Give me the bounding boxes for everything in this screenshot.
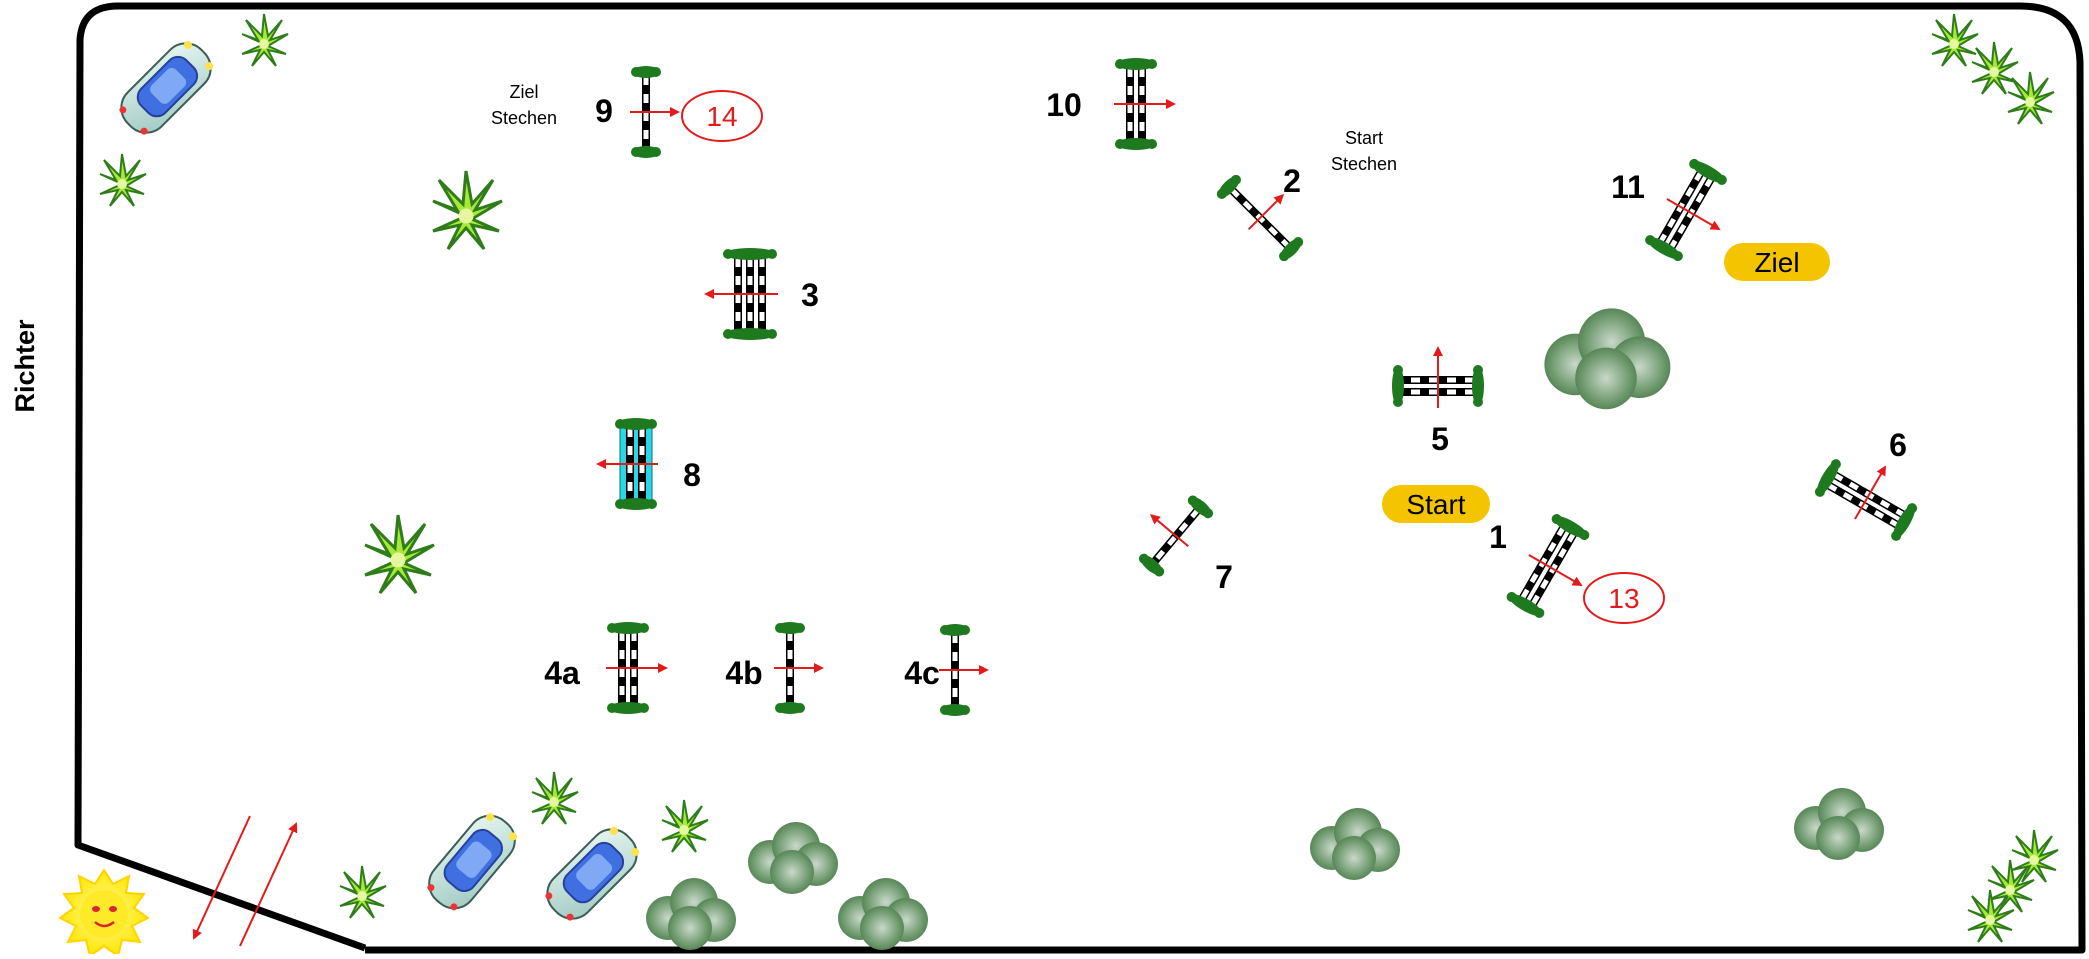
jumpoff-number-14: 14	[681, 90, 763, 142]
jump-label-7: 7	[1215, 559, 1233, 595]
plant-icon	[2011, 829, 2059, 883]
jump-11	[1645, 158, 1727, 262]
car-icon	[111, 33, 221, 143]
svg-text:14: 14	[706, 101, 737, 132]
plant-icon	[1987, 859, 2035, 913]
jump-label-9: 9	[595, 93, 613, 129]
svg-text:Stechen: Stechen	[491, 108, 557, 128]
jump-label-2: 2	[1283, 163, 1301, 199]
jump-1	[1506, 514, 1590, 618]
jump-label-4a: 4a	[544, 655, 580, 691]
jumps-layer	[596, 58, 1918, 716]
jump-5	[1392, 346, 1484, 408]
jump-label-5: 5	[1431, 421, 1449, 457]
jump-label-4c: 4c	[904, 655, 940, 691]
jump-2	[1216, 174, 1304, 262]
plant-icon	[2007, 71, 2055, 125]
svg-text:13: 13	[1608, 583, 1639, 614]
sun-icon	[58, 868, 150, 958]
bush-icon	[1544, 308, 1671, 410]
bush-icon	[838, 878, 928, 950]
bush-icon	[1310, 808, 1400, 880]
plant-icon	[1967, 889, 2015, 943]
jump-label-8: 8	[683, 457, 701, 493]
jump-label-4b: 4b	[725, 655, 762, 691]
jump-6	[1814, 459, 1918, 541]
plant-icon	[363, 513, 436, 595]
finish-badge: Ziel	[1724, 243, 1830, 281]
plant-icon	[431, 169, 504, 251]
jump-4b	[774, 622, 824, 714]
svg-text:Start: Start	[1406, 489, 1465, 520]
plant-icon	[99, 153, 147, 207]
jump-label-6: 6	[1889, 427, 1907, 463]
svg-text:Ziel: Ziel	[509, 82, 538, 102]
plant-icon	[1931, 13, 1979, 67]
jumpoff-finish-note: Ziel Stechen	[491, 82, 557, 128]
svg-text:Stechen: Stechen	[1331, 154, 1397, 174]
plant-icon	[531, 771, 579, 825]
jump-8	[596, 418, 658, 510]
bush-icon	[646, 878, 736, 950]
jumpoff-number-13: 13	[1583, 572, 1665, 624]
plant-icon	[241, 13, 289, 67]
jump-label-1: 1	[1489, 519, 1507, 555]
entrance-arrows	[192, 815, 298, 947]
svg-text:Ziel: Ziel	[1754, 247, 1799, 278]
car-icon	[419, 805, 525, 919]
arena-border	[74, 2, 2086, 954]
car-icon	[537, 819, 647, 929]
jump-9	[630, 66, 680, 158]
jump-7	[1138, 495, 1214, 577]
svg-text:Start: Start	[1345, 128, 1383, 148]
jump-4a	[606, 622, 668, 714]
plant-icon	[1971, 41, 2019, 95]
start-badge: Start	[1382, 485, 1490, 523]
bush-icon	[748, 822, 838, 894]
jump-label-3: 3	[801, 277, 819, 313]
jump-10	[1114, 58, 1176, 150]
jump-label-10: 10	[1046, 87, 1082, 123]
jumpoff-start-note: Start Stechen	[1331, 128, 1397, 174]
plant-icon	[661, 799, 709, 853]
jump-label-11: 11	[1611, 169, 1645, 205]
jump-4c	[939, 624, 989, 716]
judge-label: Richter	[10, 319, 40, 413]
plant-icon	[339, 865, 387, 919]
bush-icon	[1794, 788, 1884, 860]
jump-3	[704, 248, 778, 340]
